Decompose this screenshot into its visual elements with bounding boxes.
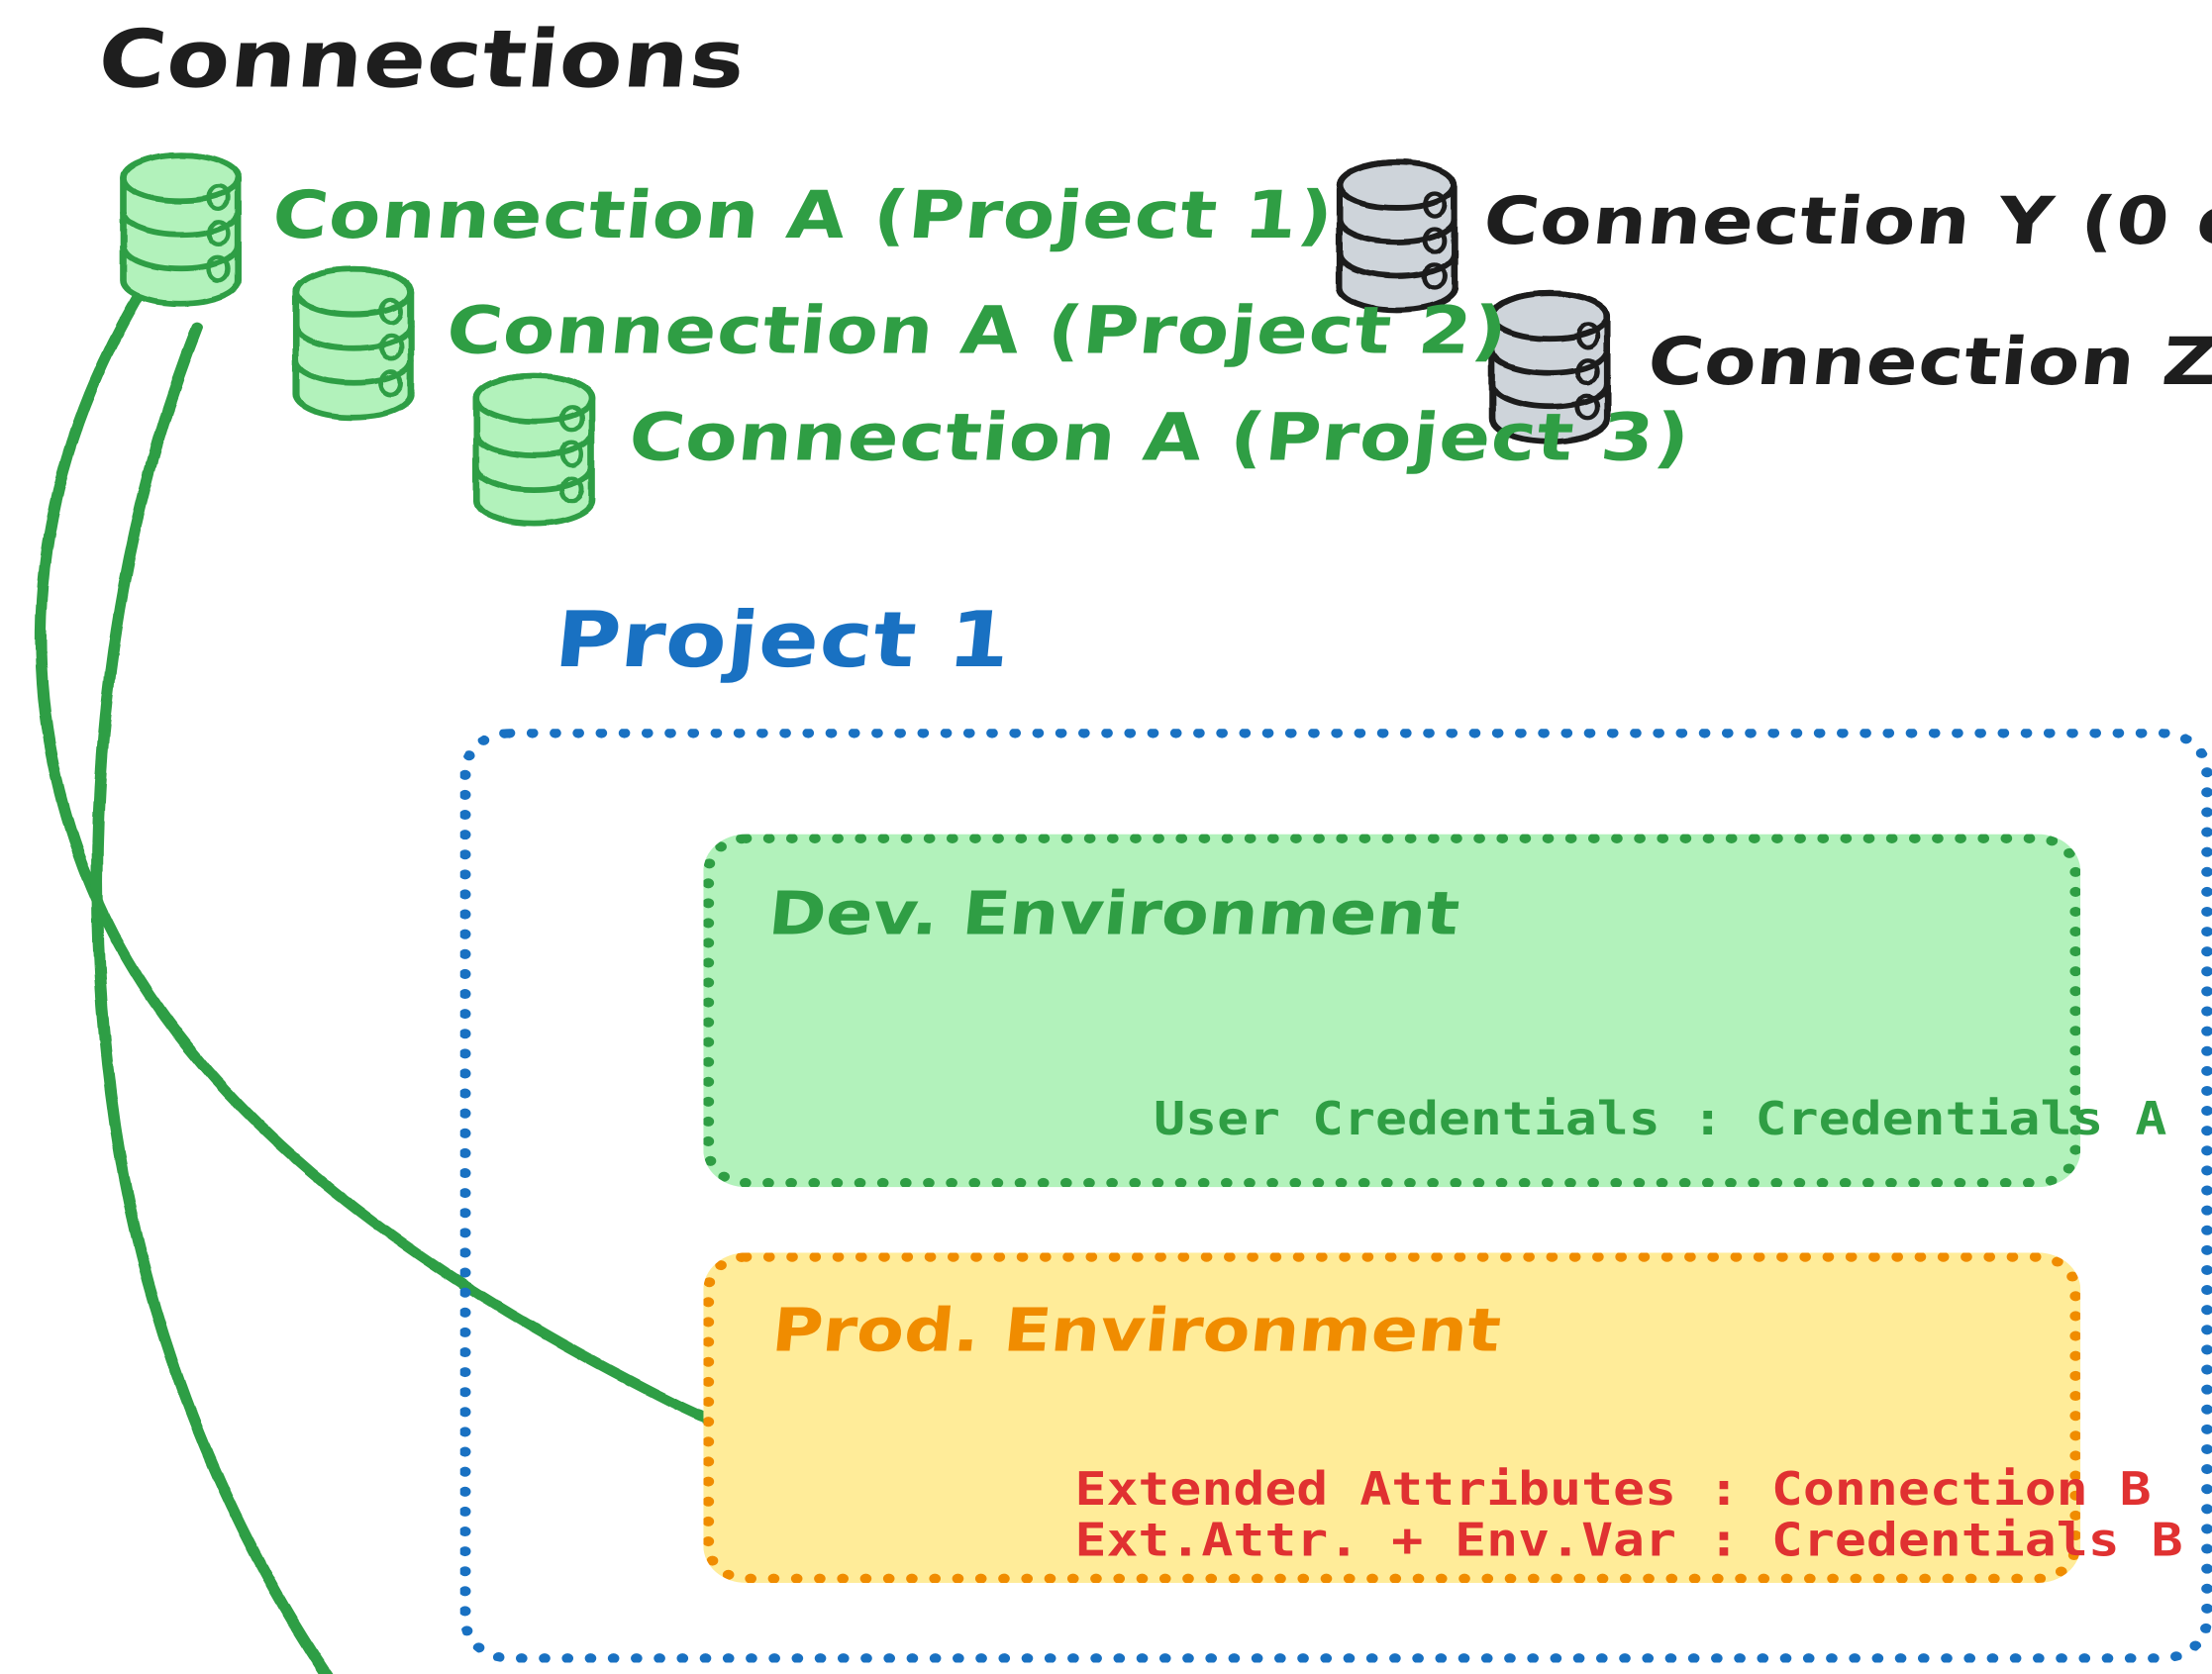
- database-icon-connection-a-project-1: [120, 151, 242, 307]
- prod-environment-extended-attributes-line: Extended Attributes : Connection B: [1074, 1461, 2152, 1517]
- connection-label-z: Connection Z (0 environment): [1644, 323, 2212, 401]
- dev-environment-box: [703, 834, 2081, 1188]
- page-title: Connections: [93, 14, 751, 107]
- connection-label-a-project-3: Connection A (Project 3): [625, 398, 1694, 476]
- dev-environment-title: Dev. Environment: [765, 878, 1463, 948]
- project-title: Project 1: [551, 595, 1016, 685]
- prod-environment-env-var-line: Ext.Attr. + Env.Var : Credentials B: [1074, 1513, 2183, 1568]
- connection-label-y: Connection Y (0 environment): [1479, 182, 2212, 259]
- connection-label-a-project-1: Connection A (Project 1): [268, 176, 1338, 253]
- project-container: [459, 729, 2212, 1663]
- database-icon-connection-y: [1336, 159, 1458, 314]
- connection-label-a-project-2: Connection A (Project 2): [443, 291, 1512, 369]
- database-icon-connection-a-project-2: [292, 265, 415, 421]
- dev-environment-credentials-line: User Credentials : Credentials A: [1154, 1091, 2167, 1146]
- prod-environment-title: Prod. Environment: [768, 1295, 1504, 1365]
- database-icon-connection-a-project-3: [473, 372, 595, 528]
- prod-environment-box: [703, 1252, 2081, 1583]
